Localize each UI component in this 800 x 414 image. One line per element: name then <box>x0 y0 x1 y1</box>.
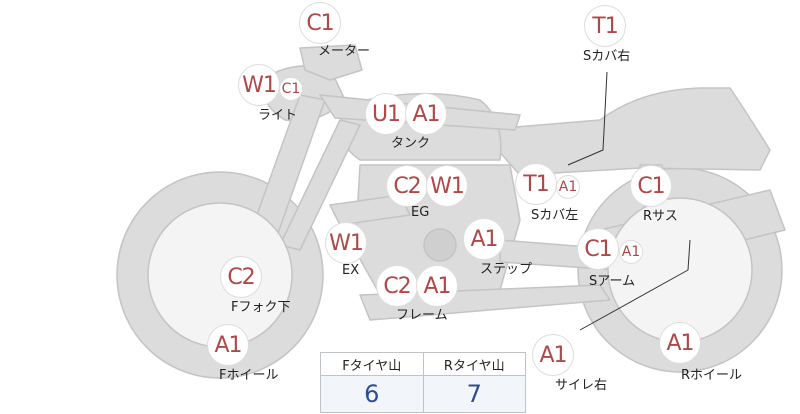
grade-tank-2: A1 <box>405 93 447 135</box>
grade-eg-2: W1 <box>426 165 468 207</box>
label-tank: タンク <box>391 136 431 151</box>
grade-sarm-1: C1 <box>577 228 619 270</box>
grade-frame-2: A1 <box>416 265 458 307</box>
label-fwheel: Fホイール <box>219 368 279 383</box>
front-tire-value: 6 <box>320 375 424 413</box>
grade-light-1: W1 <box>238 64 280 106</box>
label-eg: EG <box>411 205 430 220</box>
grade-light-2: C1 <box>279 77 303 101</box>
leader-line-scover-right <box>567 71 608 166</box>
frame-down-shape <box>279 119 361 251</box>
grade-frame-1: C2 <box>376 265 418 307</box>
tire-table-value-row: 6 7 <box>320 375 526 413</box>
grade-fwheel-1: A1 <box>207 324 249 366</box>
grade-ex-1: W1 <box>325 222 367 264</box>
grade-silr-1: A1 <box>532 334 574 376</box>
rear-tire-value: 7 <box>422 375 526 413</box>
label-light: ライト <box>258 108 298 123</box>
label-rwheel: Rホイール <box>681 368 743 383</box>
exhaust-shape <box>329 194 411 226</box>
label-sarm: Sアーム <box>589 274 636 289</box>
label-meter: メーター <box>318 44 371 59</box>
label-rsus: Rサス <box>643 209 678 224</box>
label-frame: フレーム <box>396 308 448 323</box>
grade-scovr-1: T1 <box>584 5 626 47</box>
grade-ffork-1: C2 <box>220 256 262 298</box>
label-scovl: Sカバ左 <box>531 208 579 223</box>
rear-tire-header: Rタイヤ山 <box>422 352 526 376</box>
grade-rwheel-1: A1 <box>659 322 701 364</box>
label-scovr: Sカバ右 <box>583 49 631 64</box>
grade-rsus-1: C1 <box>630 165 672 207</box>
grade-meter-1: C1 <box>299 2 341 44</box>
label-silr: サイレ右 <box>555 378 608 393</box>
label-ex: EX <box>342 263 360 278</box>
tire-table-header-row: Fタイヤ山 Rタイヤ山 <box>320 352 526 376</box>
grade-step-1: A1 <box>463 218 505 260</box>
seat-shape <box>479 87 771 176</box>
grade-scovl-1: T1 <box>515 163 557 205</box>
leader-line-silencer <box>579 239 691 331</box>
label-ffork: Fフォク下 <box>231 300 291 315</box>
grade-sarm-2: A1 <box>619 240 643 264</box>
tire-tread-table: Fタイヤ山 Rタイヤ山 6 7 <box>320 352 526 413</box>
grade-scovl-2: A1 <box>556 175 580 199</box>
label-step: ステップ <box>480 262 533 277</box>
front-tire-header: Fタイヤ山 <box>320 352 424 376</box>
grade-eg-1: C2 <box>386 165 428 207</box>
meter-shape <box>299 44 363 81</box>
grade-tank-1: U1 <box>365 93 407 135</box>
